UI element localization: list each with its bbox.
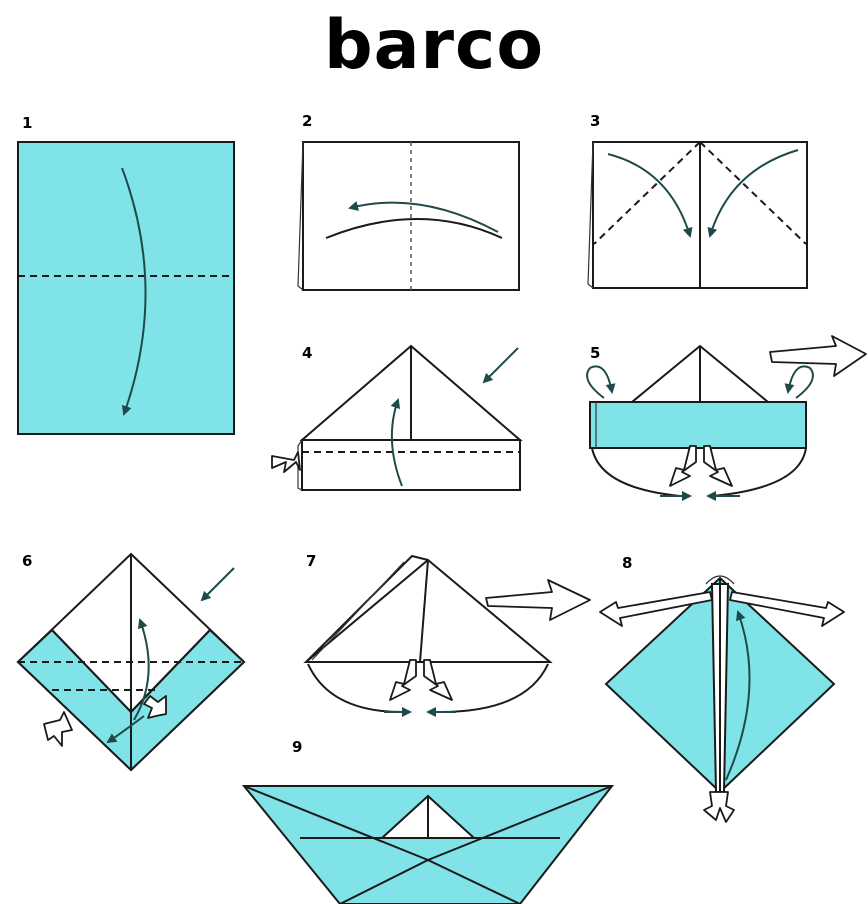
step-number: 2 [302,112,312,130]
pull-arc [592,448,680,496]
step-number: 7 [306,552,316,570]
paper-brim [590,402,806,448]
step-9: 9 [244,738,612,904]
step-number: 3 [590,112,600,130]
next-step-arrow-icon [770,336,866,376]
step-1: 1 [18,114,234,434]
step-2: 2 [298,112,519,290]
fold-behind-arrow-icon [587,366,612,398]
pull-arc [308,664,402,712]
pull-apart-arrow-icon [424,660,452,700]
step-3: 3 [588,112,807,288]
push-arrow-icon [704,792,734,822]
step-7: 7 [306,552,590,712]
step-number: 6 [22,552,32,570]
pull-apart-arrow-icon [670,446,696,486]
pull-apart-arrow-icon [704,446,732,486]
step-number: 5 [590,344,600,362]
fold-behind-arrow-icon [788,366,813,398]
step-number: 1 [22,114,32,132]
step-number: 8 [622,554,632,572]
turn-over-arrow-icon [202,568,234,600]
step-4: 4 [272,344,520,490]
paper-brim [302,440,520,490]
turn-over-arrow-icon [484,348,518,382]
push-arrow-icon [44,712,72,746]
paper-triangle [306,560,550,662]
step-number: 9 [292,738,302,756]
step-6: 6 [18,552,244,770]
pull-apart-arrow-icon [390,660,416,700]
push-arrow-icon [272,452,300,472]
step-5: 5 [587,336,866,496]
pull-arc [440,664,548,712]
next-step-arrow-icon [486,580,590,620]
paper-sheet [18,142,234,434]
step-8: 8 [600,554,844,822]
step-number: 4 [302,344,312,362]
